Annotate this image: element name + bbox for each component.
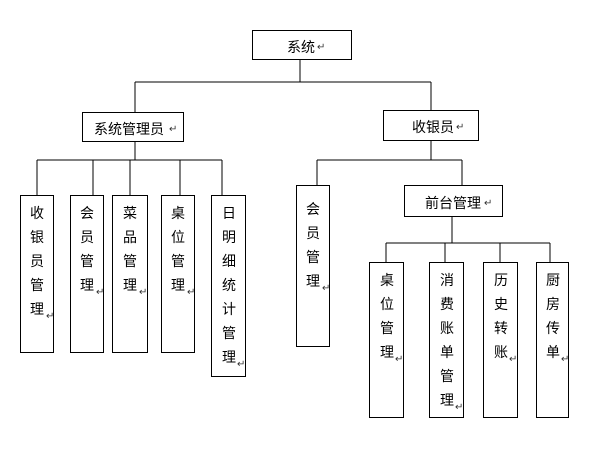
admin-label: 系统管理员 <box>94 122 164 138</box>
front-desk-node: 前台管理 ↵ <box>404 185 503 217</box>
return-mark: ↵ <box>395 354 404 365</box>
node-label: 消 费 账 单 管 理 <box>440 273 454 409</box>
node-label: 桌 位 管 理 <box>171 206 185 294</box>
front-child-bill-mgmt: 消 费 账 单 管 理 ↵ <box>429 262 464 418</box>
return-mark: ↵ <box>484 198 493 209</box>
node-label: 桌 位 管 理 <box>380 273 394 361</box>
return-mark: ↵ <box>187 287 196 298</box>
return-mark: ↵ <box>237 359 246 370</box>
cashier-label: 收银员 <box>412 120 454 136</box>
return-mark: ↵ <box>139 287 148 298</box>
admin-child-table-mgmt: 桌 位 管 理 ↵ <box>161 195 195 353</box>
node-label: 日 明 细 统 计 管 理 <box>222 206 236 366</box>
front-child-table-mgmt: 桌 位 管 理 ↵ <box>369 262 404 418</box>
cashier-child-member-mgmt: 会 员 管 理 ↵ <box>296 185 330 347</box>
return-mark: ↵ <box>456 122 465 133</box>
root-node: 系统 ↵ <box>252 30 352 60</box>
node-label: 收 银 员 管 理 <box>30 206 44 318</box>
return-mark: ↵ <box>96 287 105 298</box>
return-mark: ↵ <box>169 124 178 135</box>
return-mark: ↵ <box>46 311 55 322</box>
admin-node: 系统管理员 ↵ <box>82 112 184 142</box>
node-label: 会 员 管 理 <box>306 202 320 290</box>
return-mark: ↵ <box>322 283 331 294</box>
admin-child-cashier-mgmt: 收 银 员 管 理 ↵ <box>20 195 54 353</box>
return-mark: ↵ <box>509 354 518 365</box>
return-mark: ↵ <box>561 354 570 365</box>
cashier-node: 收银员 ↵ <box>383 110 479 141</box>
node-label: 菜 品 管 理 <box>123 206 137 294</box>
node-label: 会 员 管 理 <box>80 206 94 294</box>
admin-child-member-mgmt: 会 员 管 理 ↵ <box>70 195 104 353</box>
admin-child-dish-mgmt: 菜 品 管 理 ↵ <box>112 195 148 353</box>
front-child-history-transfer: 历 史 转 账 ↵ <box>483 262 518 418</box>
node-label: 历 史 转 账 <box>494 273 508 361</box>
return-mark: ↵ <box>317 42 326 53</box>
node-label: 厨 房 传 单 <box>546 273 560 361</box>
front-child-kitchen-ticket: 厨 房 传 单 ↵ <box>536 262 569 418</box>
admin-child-daily-stats-mgmt: 日 明 细 统 计 管 理 ↵ <box>211 195 246 377</box>
return-mark: ↵ <box>455 402 464 413</box>
root-label: 系统 <box>287 40 315 56</box>
front-desk-label: 前台管理 <box>425 196 481 212</box>
